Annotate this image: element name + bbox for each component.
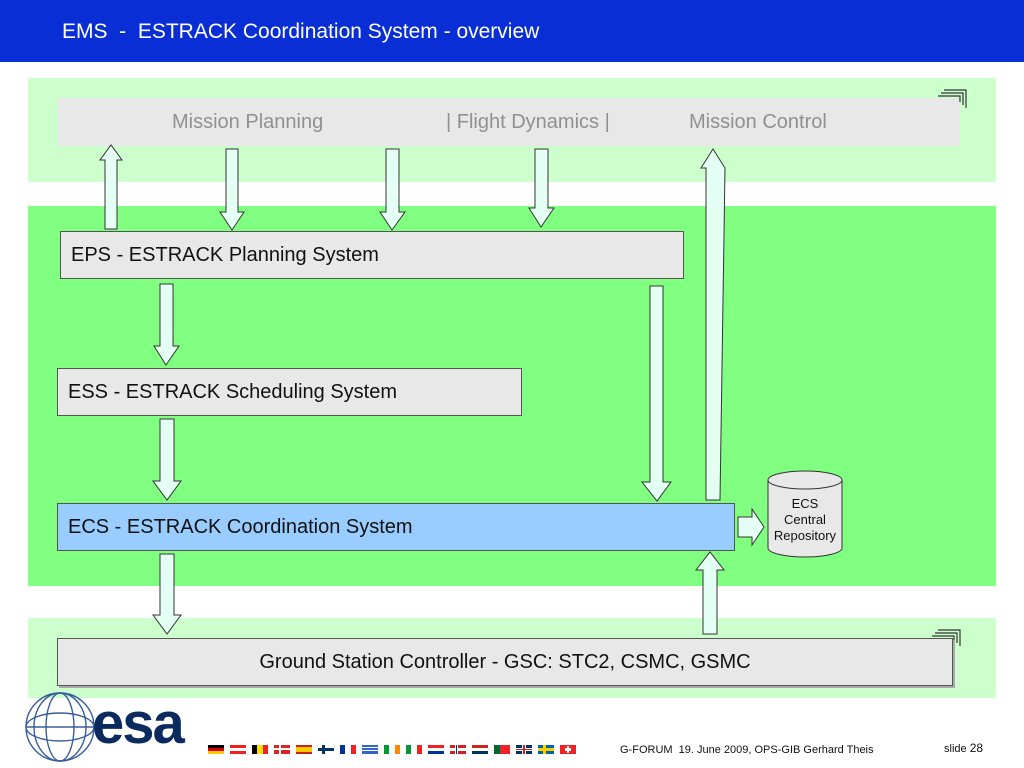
repository-label: ECS Central Repository	[768, 496, 842, 544]
repository-line-1: ECS	[791, 496, 819, 511]
arrow-flight-dynamics-to-eps-1	[379, 148, 406, 231]
flight-dynamics-label: | Flight Dynamics |	[446, 111, 610, 133]
arrow-flight-dynamics-to-eps-2	[528, 148, 555, 228]
slide-label: slide	[944, 743, 967, 755]
ecs-abbr: ECS	[68, 515, 110, 538]
repository-line-3: Repository	[773, 528, 837, 543]
footer-text: G-FORUM 19. June 2009, OPS-GIB Gerhard T…	[620, 744, 874, 756]
slide-number: slide 28	[944, 741, 983, 755]
arrow-gsc-to-ecs	[694, 551, 726, 635]
top-systems-bar	[58, 98, 960, 146]
repository-line-2: Central	[784, 512, 826, 527]
eps-desc: - ESTRACK Planning System	[111, 243, 379, 266]
repository-cylinder	[767, 470, 843, 558]
arrow-eps-to-ess	[153, 283, 180, 366]
title-bar	[0, 0, 1024, 62]
gsc-label: Ground Station Controller - GSC: STC2, C…	[259, 650, 751, 673]
arrow-ecs-to-repository	[737, 507, 765, 547]
arrow-ecs-to-mission-control	[700, 148, 726, 501]
gsc-box: Ground Station Controller - GSC: STC2, C…	[57, 638, 953, 686]
ess-desc: - ESTRACK Scheduling System	[108, 380, 398, 403]
esa-globe-icon	[25, 692, 95, 762]
mission-planning-label: Mission Planning	[172, 111, 324, 133]
slide-number-value: 28	[969, 741, 984, 755]
eps-box: EPS - ESTRACK Planning System	[60, 231, 684, 279]
ecs-box: ECS - ESTRACK Coordination System	[57, 503, 735, 551]
eps-abbr: EPS	[71, 243, 112, 266]
mission-control-label: Mission Control	[689, 111, 827, 133]
arrow-ess-to-ecs	[152, 418, 182, 501]
ess-box: ESS - ESTRACK Scheduling System	[57, 368, 522, 416]
slide-title: EMS - ESTRACK Coordination System - over…	[62, 20, 540, 43]
stack-icon-top	[938, 89, 967, 108]
arrow-mission-planning-to-eps	[219, 148, 245, 231]
arrow-eps-to-mission-planning	[99, 144, 123, 230]
esa-logo: esa	[92, 691, 185, 756]
arrow-ecs-to-gsc	[152, 553, 182, 635]
ess-abbr: ESS	[68, 380, 109, 403]
country-flags	[208, 745, 576, 754]
stack-icon-bottom	[932, 629, 961, 646]
arrow-eps-to-ecs	[640, 285, 672, 502]
ecs-desc: - ESTRACK Coordination System	[109, 515, 413, 538]
